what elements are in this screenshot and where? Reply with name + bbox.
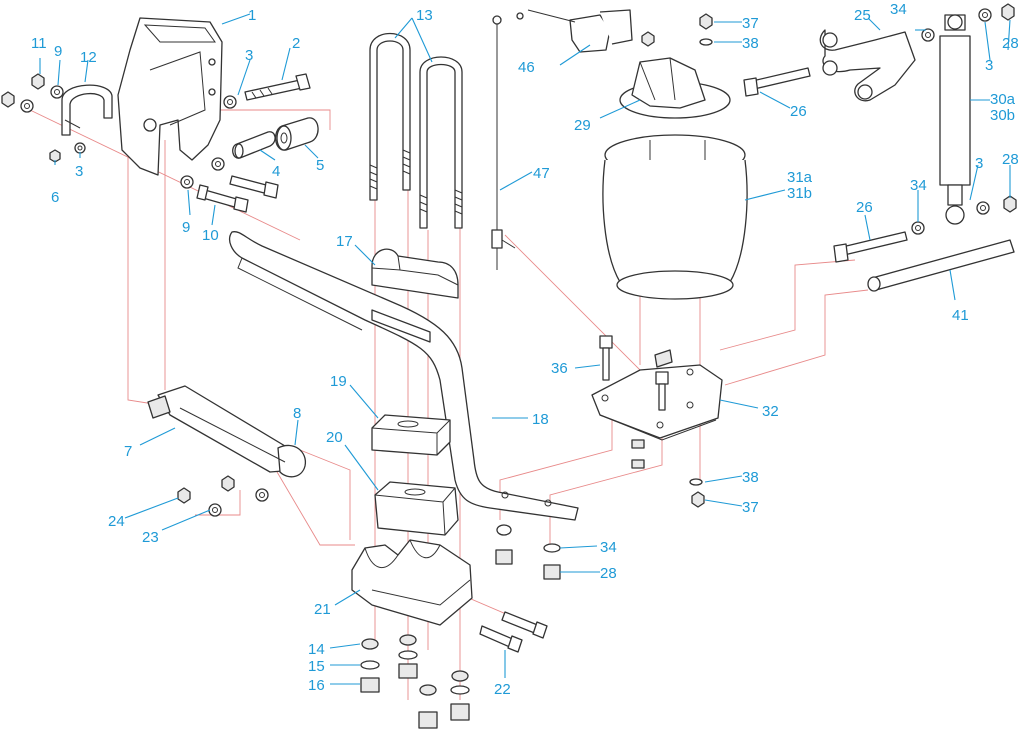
part-25-shock-bracket <box>819 29 916 102</box>
callout-5: 5 <box>316 157 324 174</box>
part-18-spring-beam <box>228 231 579 521</box>
part-2-bolt <box>244 73 311 101</box>
callout-17: 17 <box>336 233 353 250</box>
callout-22: 22 <box>494 681 511 698</box>
callout-30a: 30a <box>990 91 1016 108</box>
callout-34-upper: 34 <box>890 1 907 18</box>
part-30-shock-absorber <box>939 14 971 225</box>
callout-1: 1 <box>248 7 256 24</box>
callout-3-upper: 3 <box>245 47 253 64</box>
callout-37-lower: 37 <box>742 499 759 516</box>
callout-38-lower: 38 <box>742 469 759 486</box>
callout-26-lower: 26 <box>856 199 873 216</box>
callout-26-upper: 26 <box>790 103 807 120</box>
fasteners-top-left <box>1 73 237 189</box>
callout-2: 2 <box>292 35 300 52</box>
callout-32: 32 <box>762 403 779 420</box>
callout-12: 12 <box>80 49 97 66</box>
callout-28-middle: 28 <box>1002 151 1019 168</box>
callout-16: 16 <box>308 677 325 694</box>
callout-37-upper: 37 <box>742 15 759 32</box>
callout-23: 23 <box>142 529 159 546</box>
callout-25: 25 <box>854 7 871 24</box>
callout-7: 7 <box>124 443 132 460</box>
callout-13: 13 <box>416 7 433 24</box>
part-47-linkage-rod <box>491 15 516 270</box>
callout-3-shock-lower: 3 <box>975 155 983 172</box>
callout-20: 20 <box>326 429 343 446</box>
part-26-bolts <box>743 67 908 263</box>
callout-41: 41 <box>952 307 969 324</box>
part-17-top-pad <box>371 248 459 299</box>
callout-28-lower: 28 <box>600 565 617 582</box>
callout-18: 18 <box>532 411 549 428</box>
callout-6: 6 <box>51 189 59 206</box>
callout-36: 36 <box>551 360 568 377</box>
callout-9-upper: 9 <box>54 43 62 60</box>
part-1-hanger-bracket <box>117 17 223 176</box>
part-13-u-bolts <box>369 32 463 229</box>
part-36-bolts <box>599 335 669 469</box>
callout-3-left: 3 <box>75 163 83 180</box>
fasteners-air-spring <box>543 13 713 580</box>
callout-8: 8 <box>293 405 301 422</box>
fasteners-left-bottom <box>177 475 269 517</box>
callout-29: 29 <box>574 117 591 134</box>
callout-24: 24 <box>108 513 125 530</box>
callout-15: 15 <box>308 658 325 675</box>
callout-21: 21 <box>314 601 331 618</box>
callout-31b: 31b <box>787 185 812 202</box>
part-5-bushing <box>275 117 319 151</box>
nut-stacks-bottom <box>360 524 513 729</box>
callout-14: 14 <box>308 641 325 658</box>
callout-3-shock-upper: 3 <box>985 57 993 74</box>
part-4-sleeve <box>232 131 276 159</box>
callout-34-lower: 34 <box>600 539 617 556</box>
part-31-air-spring <box>602 134 748 300</box>
callout-34-middle: 34 <box>910 177 927 194</box>
callout-30b: 30b <box>990 107 1015 124</box>
part-41-tube <box>867 239 1015 292</box>
callout-47: 47 <box>533 165 550 182</box>
callout-labels: 1 2 3 3 3 3 4 5 6 7 8 9 9 10 11 12 13 14… <box>31 1 1019 698</box>
callout-4: 4 <box>272 163 280 180</box>
callout-28-upper: 28 <box>1002 35 1019 52</box>
leader-lines <box>39 13 1011 685</box>
bolt-right-of-bracket <box>229 175 279 199</box>
callout-10: 10 <box>202 227 219 244</box>
callout-46: 46 <box>518 59 535 76</box>
part-7-torque-arm <box>147 385 307 478</box>
part-21-axle-seat <box>351 539 473 626</box>
callout-9-lower: 9 <box>182 219 190 236</box>
part-19-spacer <box>371 414 451 456</box>
part-32-lower-plate <box>591 349 723 441</box>
part-22-bolt <box>479 611 548 653</box>
callout-19: 19 <box>330 373 347 390</box>
part-29-top-plate <box>619 57 731 119</box>
part-20-lower-block <box>374 481 459 536</box>
callout-11: 11 <box>31 35 47 52</box>
callout-31a: 31a <box>787 169 813 186</box>
part-12-clamp <box>61 84 113 136</box>
part-10-bolt <box>196 184 249 213</box>
part-46-height-valve <box>516 9 633 53</box>
callout-38-upper: 38 <box>742 35 759 52</box>
